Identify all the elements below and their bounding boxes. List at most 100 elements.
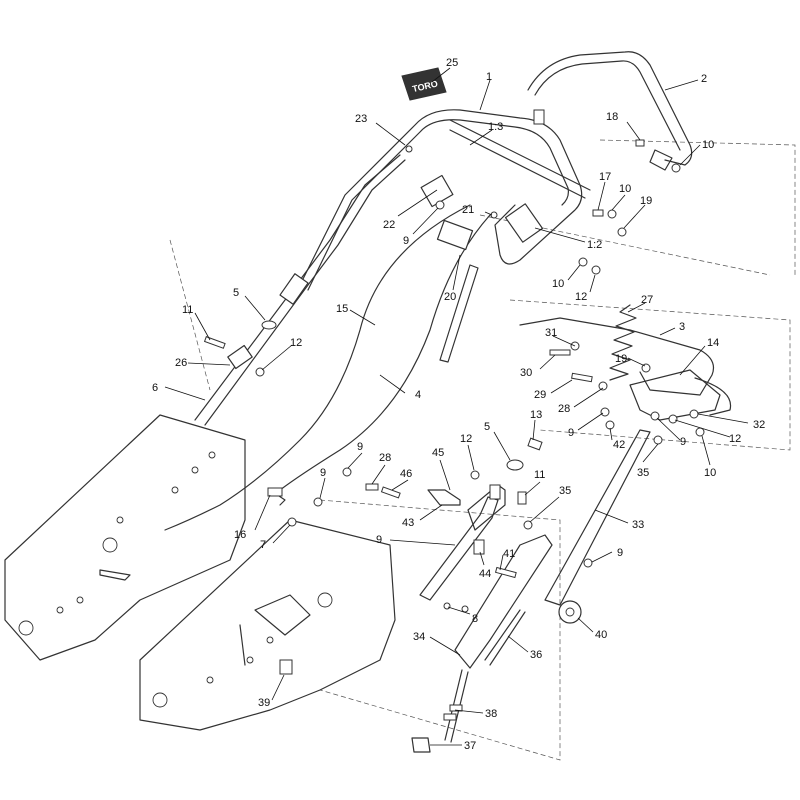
washer-10: [607, 209, 617, 219]
bracket-20: [436, 219, 474, 251]
bolt-11: [203, 336, 226, 349]
leader-9f: [591, 551, 613, 563]
lever-rod: [694, 377, 732, 416]
leader-2: [664, 79, 699, 91]
leader-4: [379, 374, 406, 394]
callout-4: 4: [415, 389, 421, 401]
leader-lines: [164, 67, 749, 746]
callout-1-2: 1:2: [587, 239, 602, 251]
callout-35b: 35: [559, 485, 571, 497]
bolt-18: [635, 139, 645, 147]
clip-38: [443, 713, 457, 721]
callout-11b: 11: [534, 469, 545, 481]
leader-19b: [627, 357, 646, 367]
washer-42: [605, 420, 615, 430]
cable-15: [164, 204, 471, 531]
leader-11a: [194, 312, 211, 341]
leader-20: [452, 254, 461, 291]
nut-10: [671, 163, 681, 173]
leader-12d: [467, 444, 475, 471]
leader-33: [594, 509, 629, 524]
bail-handle-tube-inner: [534, 60, 681, 151]
lever-7-body: [419, 496, 499, 601]
leader-28a: [573, 387, 604, 408]
nut-9: [583, 558, 593, 568]
leader-40: [577, 617, 594, 633]
pin-11: [517, 491, 527, 505]
washer-28: [365, 483, 379, 491]
left-assembly-outline: [169, 239, 211, 391]
right-side-plate-body: [139, 519, 396, 731]
nut-19: [641, 363, 651, 373]
knob-40: [558, 600, 582, 624]
callout-18: 18: [606, 111, 618, 123]
leader-13: [532, 419, 536, 441]
callout-22: 22: [383, 219, 395, 231]
callout-37: 37: [464, 740, 476, 752]
callout-9f: 9: [617, 547, 623, 559]
leader-8: [447, 606, 471, 615]
callout-9b: 9: [568, 427, 574, 439]
callout-10d: 10: [704, 467, 716, 479]
callout-21: 21: [462, 204, 474, 216]
clip-38: [449, 704, 463, 712]
leader-30: [539, 354, 556, 370]
leader-1: [479, 79, 491, 111]
callout-19a: 19: [640, 195, 652, 207]
bushing-35: [523, 520, 533, 530]
leader-21: [484, 211, 493, 216]
leader-28b: [371, 464, 386, 485]
main-handle-crossbar: [449, 119, 591, 199]
bail-handle: [527, 51, 693, 171]
left-plate-hole: [56, 606, 64, 614]
pin-8: [443, 602, 451, 610]
leader-41: [499, 554, 504, 571]
leader-27: [627, 302, 646, 313]
nut-12: [470, 470, 480, 480]
handle-bracket-1-2: [504, 203, 544, 243]
nut-12: [591, 265, 601, 275]
callout-33: 33: [632, 519, 644, 531]
leader-31: [552, 335, 576, 347]
bail-handle-pivot: [649, 149, 673, 171]
callout-40: 40: [595, 629, 607, 641]
left-plate-bracket: [99, 569, 131, 581]
shift-rod-sleeve: [279, 273, 309, 305]
leader-32: [697, 413, 749, 424]
leader-34: [429, 636, 461, 656]
leader-23: [375, 122, 406, 146]
leader-10d: [701, 435, 711, 466]
leader-9e: [319, 477, 326, 499]
leader-36: [507, 635, 529, 653]
callout-27: 27: [641, 294, 653, 306]
callout-9g: 7: [260, 539, 266, 551]
spring-coils: [609, 304, 637, 381]
main-handle-inner: [307, 119, 569, 291]
callout-6: 6: [152, 382, 158, 394]
callout-34: 34: [413, 631, 425, 643]
leader-5a: [244, 295, 266, 321]
leader-19a: [623, 204, 646, 229]
cable-clamp-16: [267, 487, 283, 497]
nut-9: [287, 517, 297, 527]
callout-15: 15: [336, 303, 348, 315]
left-plate-hole: [171, 486, 179, 494]
leader-9c: [656, 417, 681, 441]
leader-3: [659, 327, 676, 336]
rod-end-37: [411, 737, 431, 753]
callout-29: 29: [534, 389, 546, 401]
callout-35a: 35: [637, 467, 649, 479]
left-side-plate: [4, 414, 246, 661]
callout-12b: 12: [290, 337, 302, 349]
leader-9a: [412, 207, 439, 235]
lever-7: [419, 484, 506, 601]
nut-39: [279, 659, 293, 675]
left-side-plate-body: [4, 414, 246, 661]
callout-14: 14: [707, 337, 719, 349]
bolt-30: [549, 349, 571, 356]
leader-5b: [493, 431, 511, 461]
callout-39: 39: [258, 697, 270, 709]
bolt-41: [494, 566, 517, 579]
